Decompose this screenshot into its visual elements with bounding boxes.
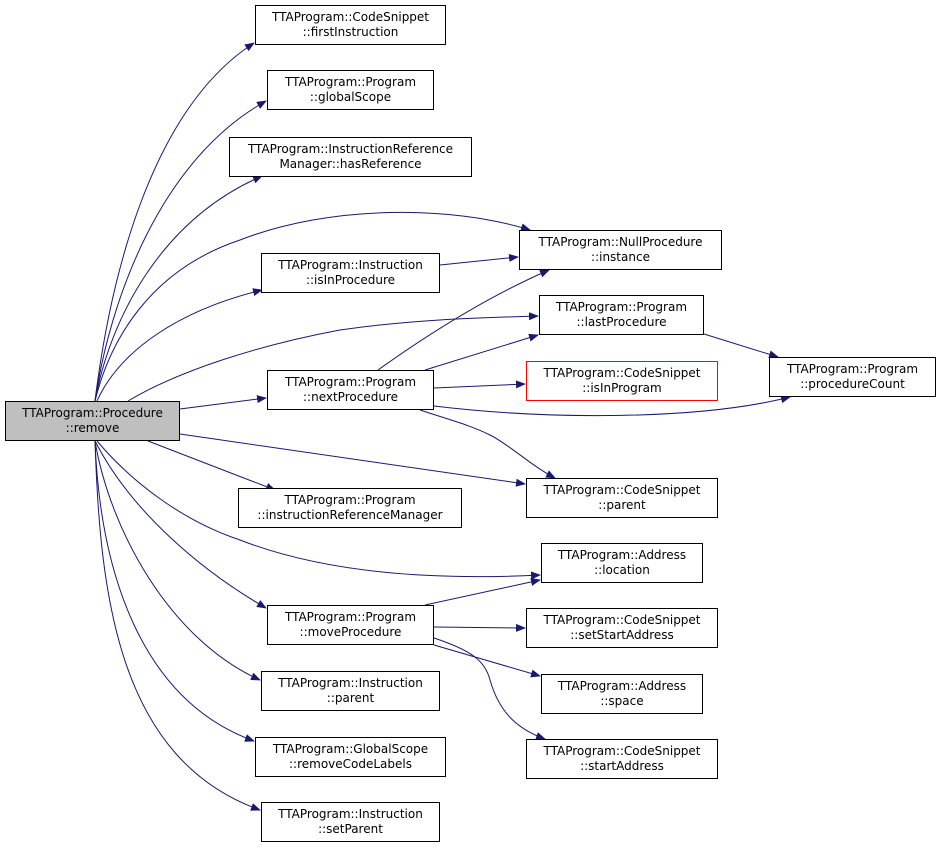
edge-nextproc-to-proccount: [433, 395, 791, 417]
node-program-lastprocedure[interactable]: TTAProgram::Program ::lastProcedure: [539, 295, 704, 335]
node-procedure-remove: TTAProgram::Procedure ::remove: [5, 401, 180, 441]
edge-remove-to-removelabels: [94, 440, 255, 742]
node-label-line2: ::moveProcedure: [299, 625, 402, 639]
edge-remove-to-instparent: [94, 440, 261, 681]
node-label-line2: ::setParent: [318, 822, 383, 836]
node-label-line2: ::setStartAddress: [570, 628, 674, 642]
node-label-line1: TTAProgram::CodeSnippet: [271, 10, 430, 24]
node-label-line1: TTAProgram::CodeSnippet: [543, 483, 701, 497]
node-label-line1: TTAProgram::GlobalScope: [272, 742, 429, 756]
node-label-line2: ::parent: [326, 691, 375, 705]
node-nullprocedure-instance[interactable]: TTAProgram::NullProcedure ::instance: [519, 230, 722, 270]
edge-nextproc-to-lastprocedure: [424, 333, 539, 371]
node-address-space[interactable]: TTAProgram::Address ::space: [541, 674, 703, 714]
node-program-nextprocedure[interactable]: TTAProgram::Program ::nextProcedure: [267, 370, 434, 410]
node-codesnippet-parent[interactable]: TTAProgram::CodeSnippet ::parent: [526, 478, 718, 518]
edge-nextproc-to-snipparent: [419, 409, 556, 479]
edge-nextproc-to-nullinstance: [377, 269, 550, 371]
edge-remove-to-nextprocedure: [179, 395, 267, 410]
node-label-line2: ::isInProgram: [582, 381, 662, 395]
node-codesnippet-setstartaddress[interactable]: TTAProgram::CodeSnippet ::setStartAddres…: [526, 608, 718, 648]
node-label-line1: TTAProgram::Program: [284, 493, 416, 507]
node-label-line2: ::location: [594, 563, 650, 577]
node-label-line2: ::space: [600, 694, 644, 708]
node-globalscope-removecodelabels[interactable]: TTAProgram::GlobalScope ::removeCodeLabe…: [255, 737, 446, 777]
node-label-line1: TTAProgram::CodeSnippet: [543, 613, 701, 627]
node-label-line1: TTAProgram::Instruction: [278, 807, 423, 821]
node-instructionreferencemanager-hasreference[interactable]: TTAProgram::InstructionReference Manager…: [229, 137, 472, 177]
edge-moveproc-to-startaddr: [433, 637, 546, 740]
node-label-line2: ::parent: [598, 498, 646, 512]
node-label-line1: TTAProgram::NullProcedure: [538, 235, 703, 249]
node-label-line1: TTAProgram::Instruction: [278, 676, 423, 690]
node-label-line1: TTAProgram::Program: [555, 300, 688, 314]
edge-remove-to-lastprocedure: [127, 312, 539, 402]
node-label-line1: TTAProgram::Program: [284, 375, 417, 389]
node-label-line2: Manager::hasReference: [279, 157, 422, 171]
node-label-line1: TTAProgram::Program: [284, 75, 417, 89]
node-label-line2: ::lastProcedure: [576, 315, 667, 329]
node-instruction-parent[interactable]: TTAProgram::Instruction ::parent: [261, 671, 440, 711]
edge-remove-to-globalscope: [94, 100, 267, 402]
node-label-line1: TTAProgram::Address: [557, 679, 687, 693]
edge-remove-to-hasreference: [94, 175, 263, 402]
edge-moveproc-to-location: [424, 578, 541, 606]
node-label-line2: ::remove: [65, 421, 120, 435]
node-label-line2: ::instance: [591, 250, 650, 264]
edge-remove-to-irm: [147, 440, 276, 491]
edge-nextproc-to-isinprogram: [433, 380, 526, 389]
node-label-line1: TTAProgram::Program: [786, 362, 919, 376]
node-label-line1: TTAProgram::Program: [284, 610, 417, 624]
edge-remove-to-isinprocedure: [96, 288, 263, 402]
node-label-line2: ::removeCodeLabels: [289, 757, 412, 771]
node-program-procedurecount[interactable]: TTAProgram::Program ::procedureCount: [769, 357, 936, 397]
edge-remove-to-firstinstruction: [94, 42, 255, 402]
node-label-line2: ::nextProcedure: [303, 390, 398, 404]
edge-lastproc-to-proccount: [703, 333, 779, 359]
edge-remove-to-nullinstance: [94, 211, 531, 402]
node-label-line2: ::firstInstruction: [302, 25, 399, 39]
node-label-line1: TTAProgram::CodeSnippet: [543, 366, 701, 380]
edge-remove-to-moveprocedure: [94, 440, 267, 609]
edge-remove-to-snipparent: [179, 433, 526, 487]
node-program-moveprocedure[interactable]: TTAProgram::Program ::moveProcedure: [267, 605, 434, 645]
node-label-line1: TTAProgram::CodeSnippet: [543, 744, 701, 758]
node-instruction-setparent[interactable]: TTAProgram::Instruction ::setParent: [261, 802, 440, 842]
node-codesnippet-firstinstruction[interactable]: TTAProgram::CodeSnippet ::firstInstructi…: [255, 5, 446, 45]
edge-isinproc-to-nullinstance: [439, 253, 519, 266]
node-address-location[interactable]: TTAProgram::Address ::location: [541, 543, 703, 583]
node-label-line2: ::globalScope: [309, 90, 392, 104]
node-label-line2: ::instructionReferenceManager: [257, 508, 443, 522]
edge-remove-to-location: [96, 440, 541, 580]
node-label-line1: TTAProgram::Address: [557, 548, 687, 562]
node-label-line1: TTAProgram::Instruction: [278, 258, 423, 272]
node-label-line1: TTAProgram::Procedure: [22, 406, 163, 420]
node-label-line1: TTAProgram::InstructionReference: [247, 142, 454, 156]
node-codesnippet-startaddress[interactable]: TTAProgram::CodeSnippet ::startAddress: [526, 739, 718, 779]
node-label-line2: ::procedureCount: [800, 377, 905, 391]
node-program-instructionreferencemanager[interactable]: TTAProgram::Program ::instructionReferen…: [238, 488, 462, 528]
edge-moveproc-to-setstart: [433, 623, 526, 632]
node-label-line2: ::isInProcedure: [305, 273, 396, 287]
node-codesnippet-isinprogram[interactable]: TTAProgram::CodeSnippet ::isInProgram: [526, 361, 718, 401]
edge-moveproc-to-space: [433, 644, 541, 678]
edge-remove-to-setparent: [94, 440, 261, 811]
node-program-globalscope[interactable]: TTAProgram::Program ::globalScope: [267, 70, 434, 110]
node-label-line2: ::startAddress: [580, 759, 664, 773]
node-instruction-isinprocedure[interactable]: TTAProgram::Instruction ::isInProcedure: [261, 253, 440, 293]
